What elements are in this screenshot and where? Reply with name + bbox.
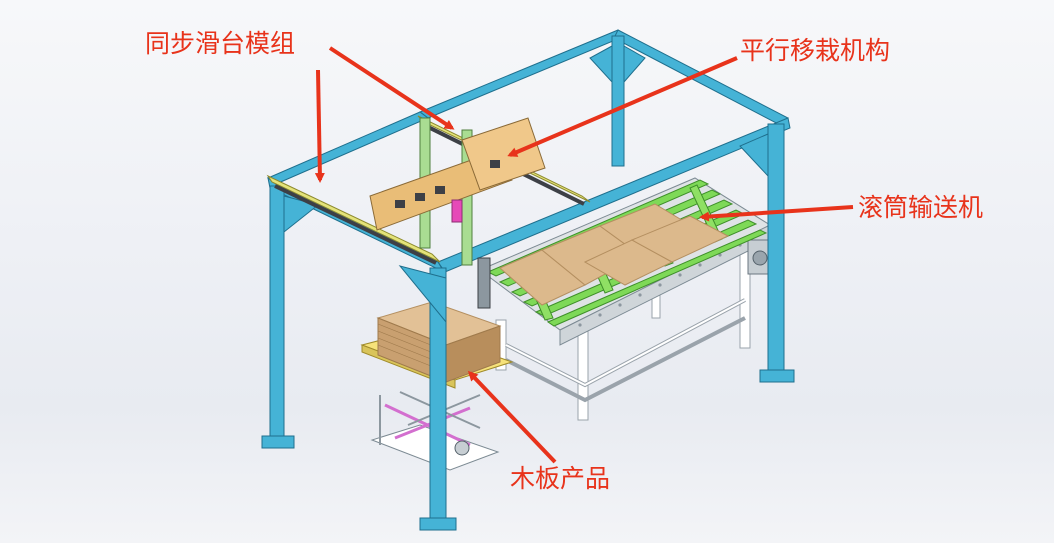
parallel-transfer bbox=[369, 117, 546, 231]
label-parallel-transfer: 平行移栽机构 bbox=[740, 36, 891, 65]
callout-arrows bbox=[314, 46, 854, 464]
roller-conveyor bbox=[479, 177, 772, 421]
label-roller-conveyor: 滚筒输送机 bbox=[858, 193, 984, 222]
label-wood-product: 木板产品 bbox=[510, 464, 611, 493]
label-slide-module: 同步滑台模组 bbox=[145, 29, 296, 58]
